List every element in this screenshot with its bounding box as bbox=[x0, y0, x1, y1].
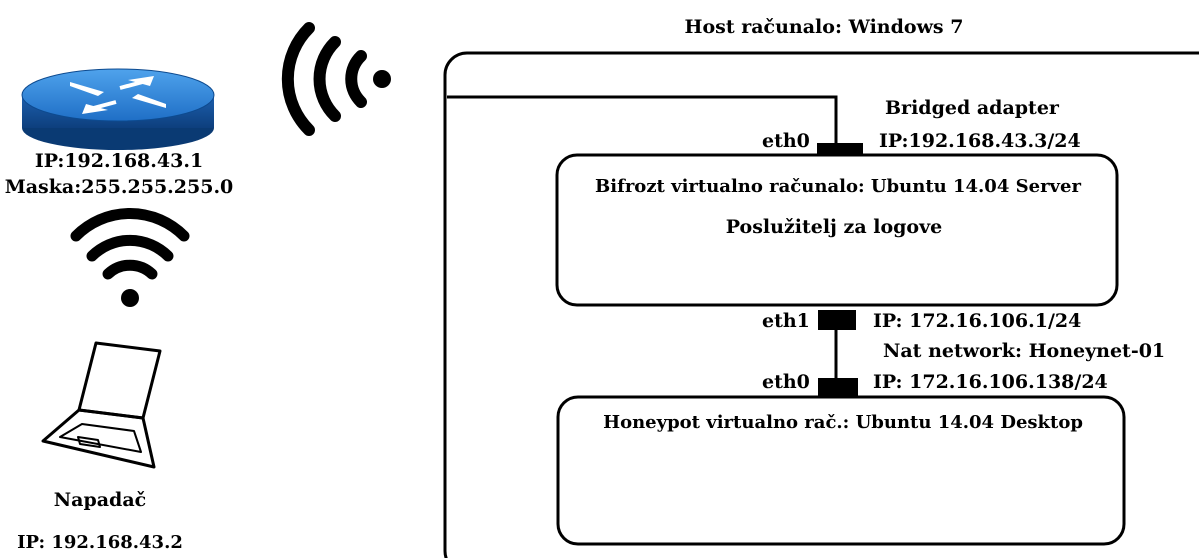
bridge-ip: IP:192.168.43.3/24 bbox=[879, 130, 1081, 152]
attacker-ip: IP: 192.168.43.2 bbox=[17, 532, 183, 553]
eth1-port bbox=[818, 310, 856, 330]
router-icon bbox=[21, 68, 215, 150]
honeypot-box bbox=[556, 395, 1126, 546]
bridge-label: Bridged adapter bbox=[885, 97, 1060, 119]
attacker-name: Napadač bbox=[54, 489, 146, 511]
eth1-ip: IP: 172.16.106.1/24 bbox=[873, 310, 1081, 332]
laptop-icon bbox=[41, 341, 162, 469]
bridge-link bbox=[447, 95, 838, 143]
host-title: Host računalo: Windows 7 bbox=[685, 16, 964, 38]
bifrozt-role: Poslužitelj za logove bbox=[726, 216, 942, 238]
eth0-nat-ip: IP: 172.16.106.138/24 bbox=[873, 371, 1108, 393]
host-frame bbox=[443, 51, 1199, 558]
bifrozt-box bbox=[555, 153, 1119, 307]
router-mask: Maska:255.255.255.0 bbox=[5, 176, 234, 198]
eth0-bridge-port bbox=[817, 143, 863, 156]
bifrozt-title: Bifrozt virtualno računalo: Ubuntu 14.04… bbox=[595, 176, 1081, 197]
nat-network: Nat network: Honeynet-01 bbox=[883, 340, 1165, 362]
eth0-nat-label: eth0 bbox=[762, 371, 810, 393]
router-ip: IP:192.168.43.1 bbox=[35, 150, 203, 172]
eth0-nat-port bbox=[818, 378, 858, 398]
bridge-iface: eth0 bbox=[762, 130, 810, 152]
wifi-side-icon bbox=[281, 22, 391, 136]
eth1-label: eth1 bbox=[762, 310, 810, 332]
honeypot-title: Honeypot virtualno rač.: Ubuntu 14.04 De… bbox=[603, 412, 1083, 433]
wifi-icon bbox=[70, 208, 190, 307]
